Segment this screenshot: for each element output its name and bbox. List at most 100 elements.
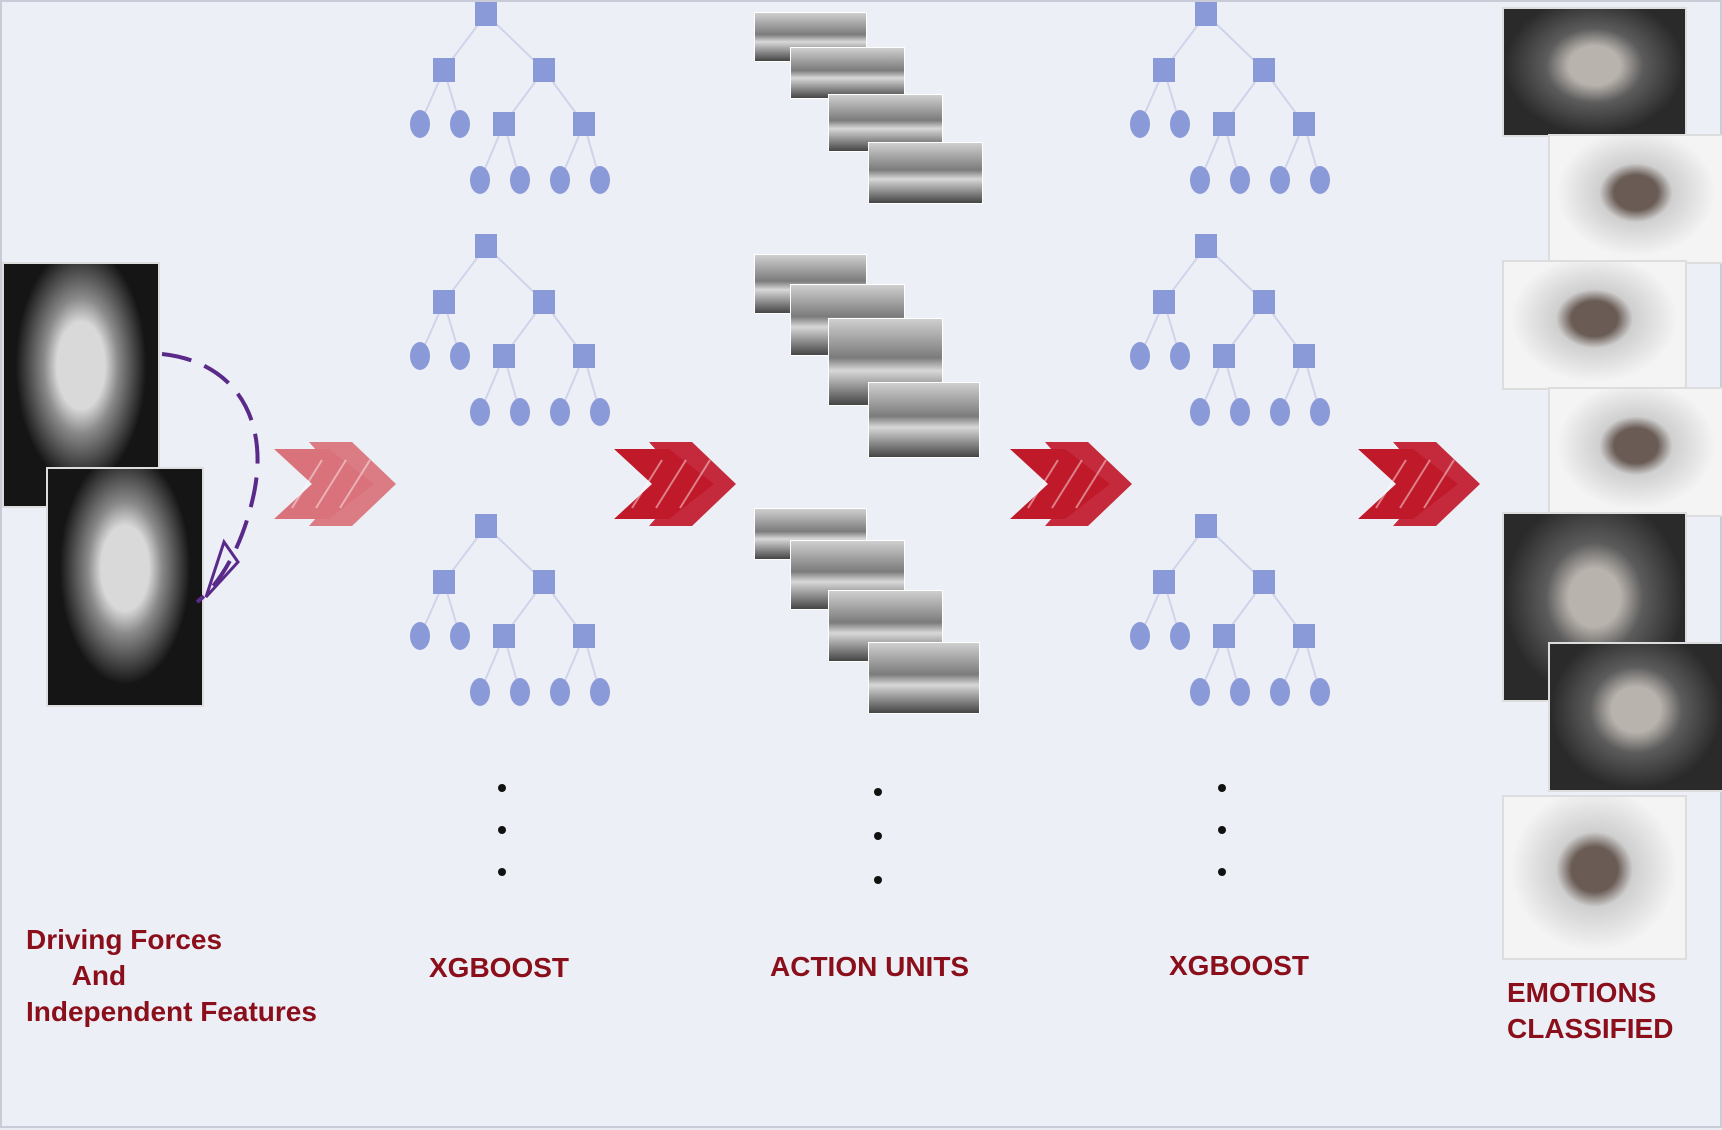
ellipsis-dot bbox=[498, 868, 506, 876]
classified-face-photo bbox=[1502, 7, 1687, 137]
flow-arrow bbox=[274, 442, 396, 526]
ellipsis-dot bbox=[874, 788, 882, 796]
flow-arrow-stripe bbox=[1051, 459, 1083, 509]
tree-leaf-node bbox=[550, 678, 570, 706]
tree-leaf-node bbox=[1190, 678, 1210, 706]
tree-leaf-node bbox=[410, 110, 430, 138]
tree-split-node bbox=[433, 58, 455, 82]
flow-arrow-stripe bbox=[1423, 459, 1455, 509]
driving-forces-label: Driving Forces And Independent Features bbox=[26, 924, 317, 1027]
tree-leaf-node bbox=[410, 342, 430, 370]
tree-leaf-node bbox=[510, 678, 530, 706]
tree-split-node bbox=[1213, 344, 1235, 368]
tree-split-node bbox=[1253, 58, 1275, 82]
xgboost-tree bbox=[410, 2, 610, 194]
tree-leaf-node bbox=[450, 622, 470, 650]
tree-leaf-node bbox=[1270, 678, 1290, 706]
tree-leaf-node bbox=[510, 166, 530, 194]
tree-leaf-node bbox=[450, 110, 470, 138]
flow-arrow-stripe bbox=[339, 459, 371, 509]
tree-split-node bbox=[1153, 570, 1175, 594]
tree-split-node bbox=[1293, 344, 1315, 368]
xgboost-tree bbox=[1130, 234, 1330, 426]
flow-arrow-chevron bbox=[1045, 442, 1132, 526]
tree-split-node bbox=[475, 2, 497, 26]
xgboost-label-2: XGBOOST bbox=[1169, 950, 1310, 981]
flow-arrow-stripe bbox=[1075, 459, 1107, 509]
classified-face-photo bbox=[1548, 642, 1722, 792]
tree-leaf-node bbox=[1130, 342, 1150, 370]
flow-arrow-stripe bbox=[679, 459, 711, 509]
flow-arrow bbox=[614, 442, 736, 526]
tree-split-node bbox=[493, 112, 515, 136]
tree-leaf-node bbox=[1190, 398, 1210, 426]
tree-split-node bbox=[1153, 290, 1175, 314]
xgboost-tree bbox=[1130, 514, 1330, 706]
tree-split-node bbox=[533, 58, 555, 82]
tree-split-node bbox=[573, 624, 595, 648]
flow-arrow-chevron bbox=[1393, 442, 1480, 526]
tree-split-node bbox=[1293, 112, 1315, 136]
action-unit-patch bbox=[868, 642, 980, 714]
tree-split-node bbox=[1253, 570, 1275, 594]
tree-leaf-node bbox=[410, 622, 430, 650]
tree-leaf-node bbox=[1190, 166, 1210, 194]
tree-leaf-node bbox=[1270, 166, 1290, 194]
tree-leaf-node bbox=[1310, 398, 1330, 426]
tree-leaf-node bbox=[1130, 110, 1150, 138]
flow-arrow-stripe bbox=[1399, 459, 1431, 509]
tree-split-node bbox=[493, 344, 515, 368]
xgboost-tree bbox=[1130, 2, 1330, 194]
xgboost-label-1: XGBOOST bbox=[429, 952, 570, 983]
emotions-classified-label: EMOTIONS CLASSIFIED bbox=[1507, 977, 1674, 1044]
tree-leaf-node bbox=[550, 398, 570, 426]
flow-arrow-stripe bbox=[1027, 459, 1059, 509]
tree-split-node bbox=[433, 570, 455, 594]
classified-face-photo bbox=[1548, 134, 1722, 264]
tree-split-node bbox=[475, 514, 497, 538]
tree-leaf-node bbox=[470, 678, 490, 706]
ellipsis-dot bbox=[874, 832, 882, 840]
action-units-label: ACTION UNITS bbox=[770, 951, 970, 982]
tree-split-node bbox=[1213, 624, 1235, 648]
tree-leaf-node bbox=[1270, 398, 1290, 426]
flow-arrow-stripe bbox=[315, 459, 347, 509]
xgboost-tree bbox=[410, 514, 610, 706]
tree-leaf-node bbox=[1170, 110, 1190, 138]
tree-leaf-node bbox=[550, 166, 570, 194]
ellipsis-dot bbox=[498, 826, 506, 834]
flow-arrow bbox=[1010, 442, 1132, 526]
tree-leaf-node bbox=[1230, 678, 1250, 706]
ellipsis-dot bbox=[1218, 784, 1226, 792]
tree-leaf-node bbox=[1230, 166, 1250, 194]
input-face-photo bbox=[46, 467, 204, 707]
tree-split-node bbox=[533, 290, 555, 314]
tree-split-node bbox=[433, 290, 455, 314]
tree-leaf-node bbox=[590, 678, 610, 706]
tree-split-node bbox=[1293, 624, 1315, 648]
ellipsis-dot bbox=[874, 876, 882, 884]
tree-split-node bbox=[493, 624, 515, 648]
tree-split-node bbox=[1195, 234, 1217, 258]
flow-arrow-stripe bbox=[631, 459, 663, 509]
classified-face-photo bbox=[1502, 795, 1687, 960]
ellipsis-dot bbox=[498, 784, 506, 792]
tree-split-node bbox=[1153, 58, 1175, 82]
tree-leaf-node bbox=[1310, 678, 1330, 706]
tree-split-node bbox=[1253, 290, 1275, 314]
tree-split-node bbox=[1213, 112, 1235, 136]
flow-arrow-stripe bbox=[1375, 459, 1407, 509]
flow-arrow-stripe bbox=[655, 459, 687, 509]
tree-leaf-node bbox=[510, 398, 530, 426]
tree-leaf-node bbox=[470, 398, 490, 426]
tree-leaf-node bbox=[1170, 622, 1190, 650]
action-unit-patch bbox=[790, 47, 905, 99]
ellipsis-dot bbox=[1218, 868, 1226, 876]
tree-leaf-node bbox=[450, 342, 470, 370]
tree-leaf-node bbox=[590, 398, 610, 426]
tree-leaf-node bbox=[1310, 166, 1330, 194]
flow-arrow-chevron bbox=[649, 442, 736, 526]
tree-split-node bbox=[573, 112, 595, 136]
